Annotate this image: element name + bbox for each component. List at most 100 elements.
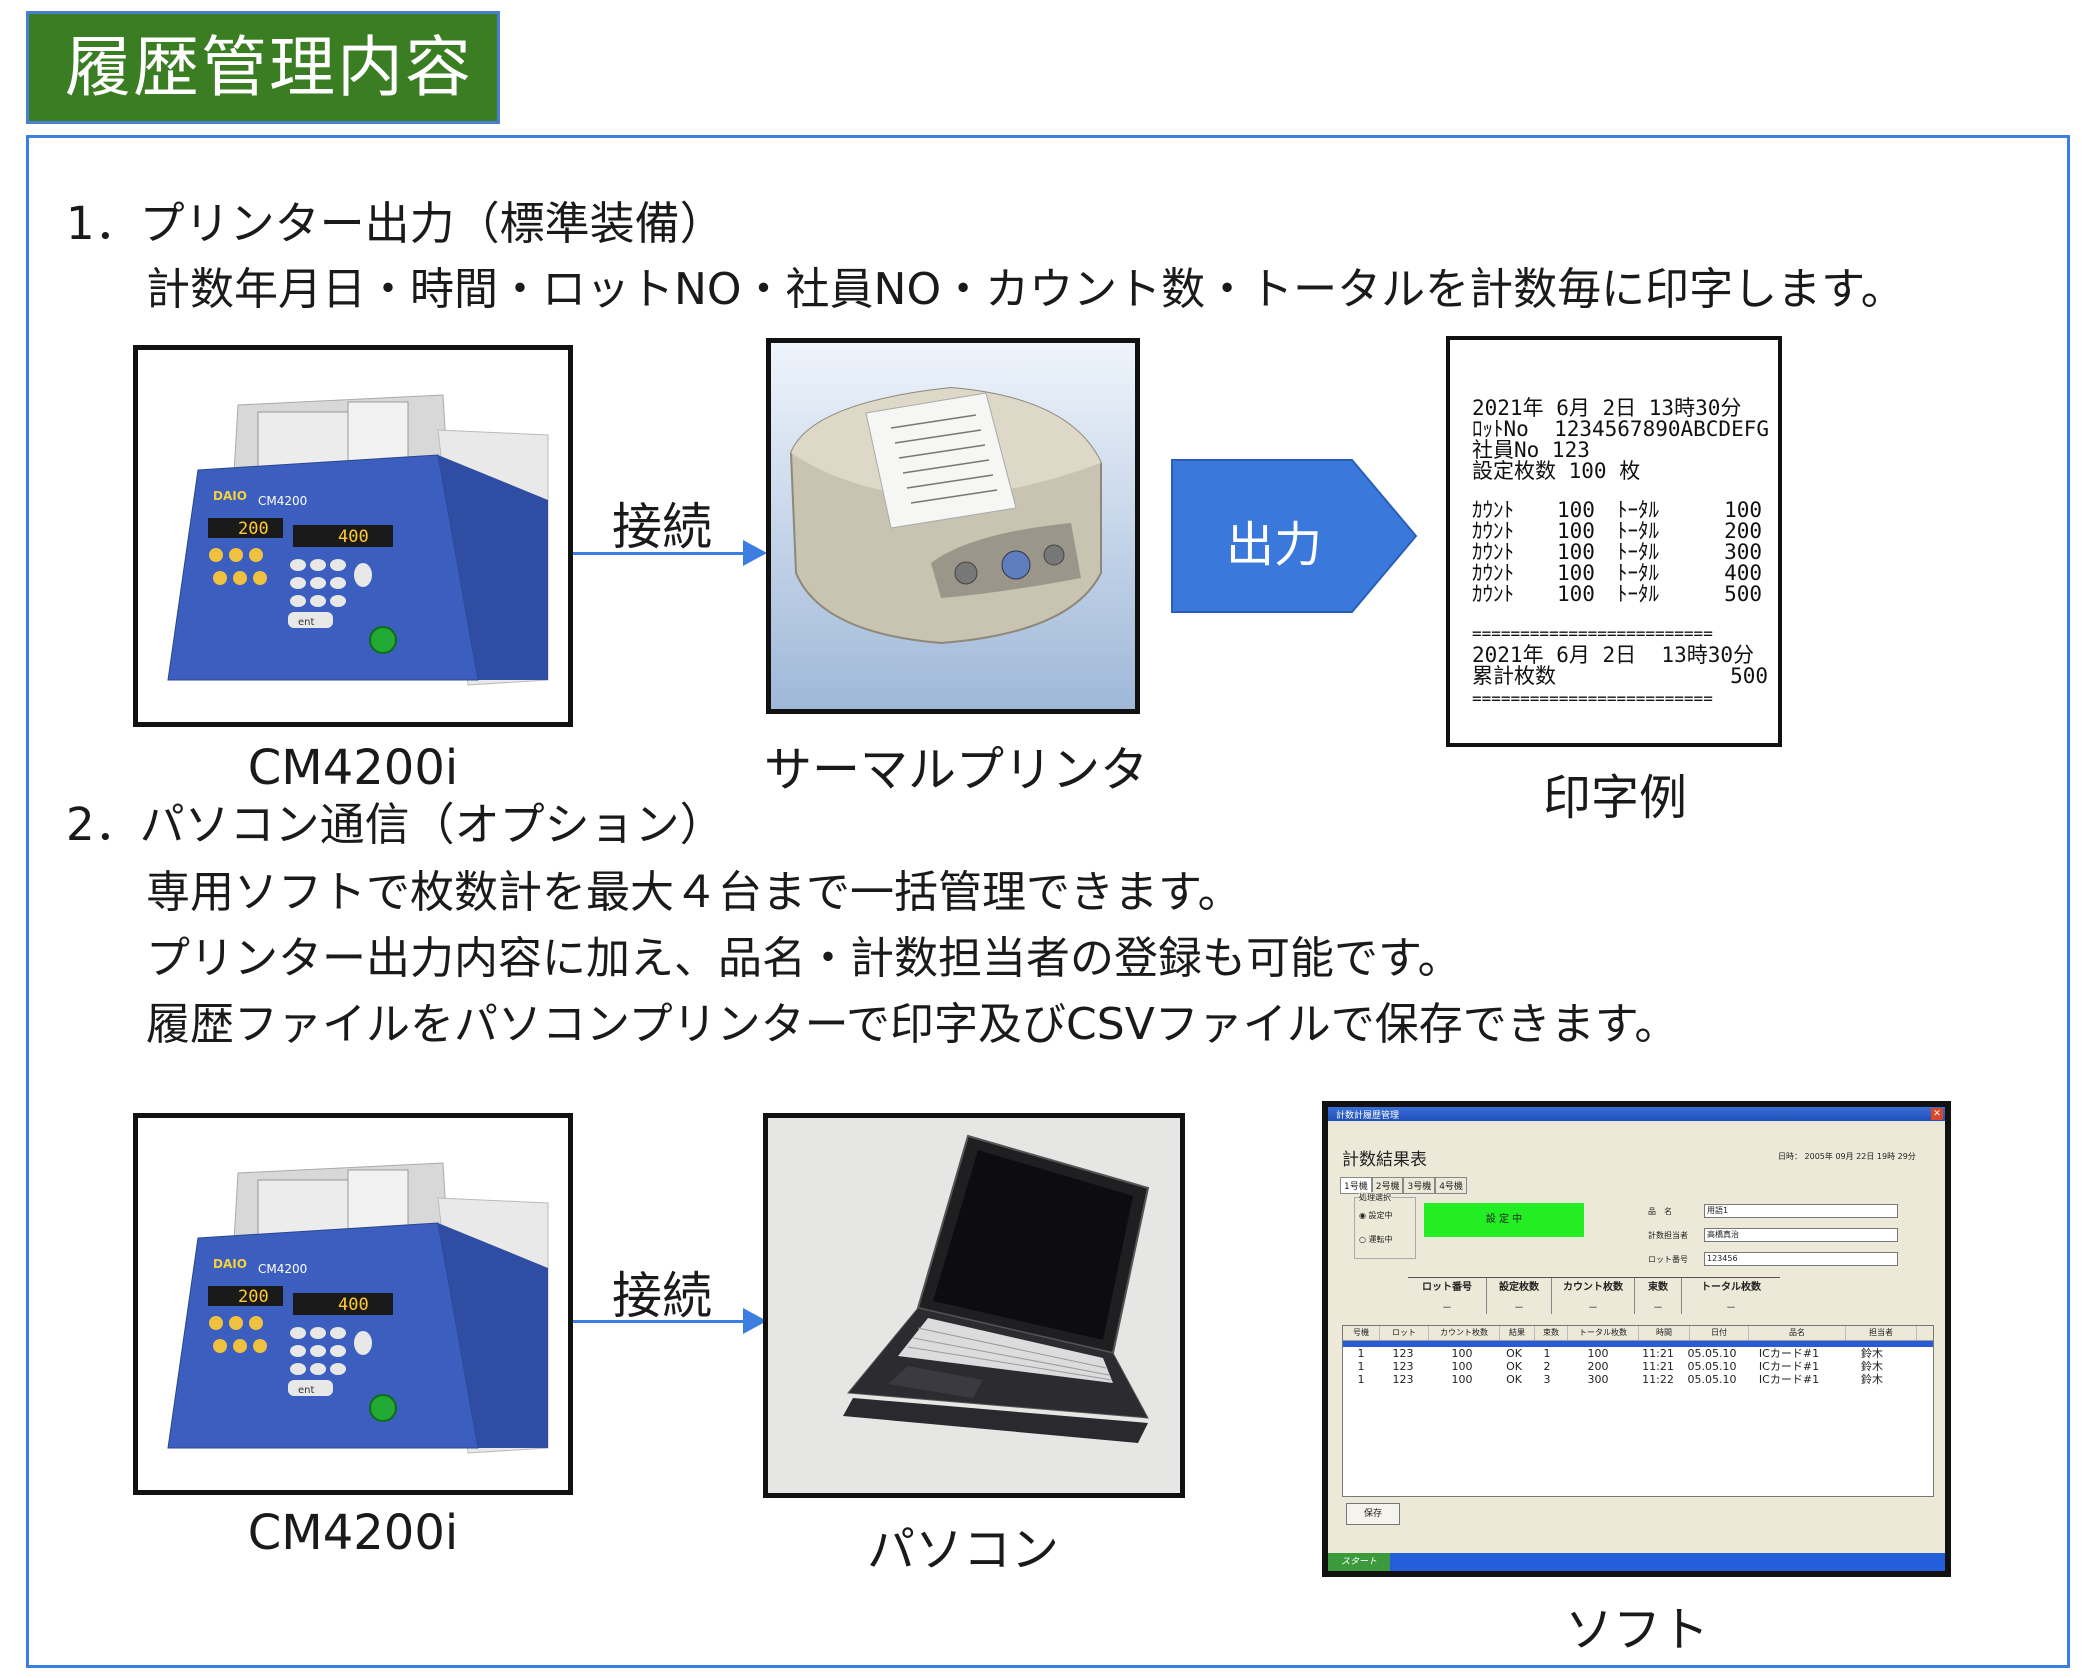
- device-photo: DAIO CM4200 200 400 ent: [133, 345, 573, 727]
- receipt-count-value: 100: [1557, 498, 1595, 522]
- connect-label-2: 接続: [612, 1267, 712, 1325]
- receipt-header: 2021年 6月 2日 13時30分 ﾛｯﾄNo 1234567890ABCDE…: [1472, 398, 1769, 482]
- history-column-header[interactable]: 結果: [1500, 1326, 1535, 1340]
- table-cell: 100: [1451, 1373, 1473, 1386]
- table-cell: 200: [1587, 1360, 1609, 1373]
- device-enter-key: ent: [298, 617, 314, 628]
- device-model: CM4200: [258, 1262, 307, 1276]
- software-window-title: 計数計履歴管理: [1336, 1111, 1400, 1121]
- table-cell: 11:22: [1642, 1373, 1674, 1386]
- thermal-printer-illustration: [771, 343, 1135, 709]
- mode-option-running[interactable]: ○ 運転中: [1359, 1235, 1393, 1244]
- lot-number-select[interactable]: 123456: [1704, 1252, 1898, 1266]
- mode-option-setting[interactable]: ◉ 設定中: [1359, 1211, 1393, 1220]
- sample-caption: 印字例: [1542, 770, 1687, 826]
- history-column-header[interactable]: カウント枚数: [1429, 1326, 1500, 1340]
- field-label-product: 品 名: [1648, 1206, 1672, 1216]
- summary-header: 設定枚数: [1499, 1282, 1539, 1293]
- table-cell: 1: [1543, 1347, 1551, 1360]
- receipt-count-value: 100: [1557, 582, 1595, 606]
- receipt-total-label: ﾄｰﾀﾙ: [1617, 498, 1659, 522]
- taskbar: スタート: [1328, 1553, 1945, 1571]
- summary-table: ロット番号 － 設定枚数 － カウント枚数 － 束数－ トータル枚数－: [1408, 1277, 1780, 1314]
- receipt-count-label: ｶｳﾝﾄ: [1472, 561, 1514, 585]
- summary-value: －: [1442, 1303, 1452, 1314]
- receipt-row: ｶｳﾝﾄ 100 ﾄｰﾀﾙ 100: [1472, 500, 1768, 521]
- section2-heading: 2．パソコン通信（オプション）: [66, 798, 725, 851]
- device-brand: DAIO: [213, 1257, 247, 1271]
- receipt-sample: 2021年 6月 2日 13時30分 ﾛｯﾄNo 1234567890ABCDE…: [1446, 336, 1782, 747]
- receipt-total-value: 200: [1724, 519, 1762, 543]
- receipt-separator: =========================: [1472, 689, 1713, 708]
- mode-option-label: 設定中: [1368, 1211, 1393, 1220]
- summary-header: ロット番号: [1422, 1282, 1472, 1293]
- receipt-count-label: ｶｳﾝﾄ: [1472, 540, 1514, 564]
- receipt-header-line: ﾛｯﾄNo 1234567890ABCDEFG: [1472, 417, 1770, 441]
- history-column-header[interactable]: 品名: [1749, 1326, 1846, 1340]
- summary-header: カウント枚数: [1563, 1282, 1623, 1293]
- receipt-count-value: 100: [1557, 540, 1595, 564]
- start-button[interactable]: スタート: [1328, 1553, 1390, 1571]
- table-cell: 鈴木: [1861, 1347, 1883, 1360]
- table-cell: 123: [1392, 1373, 1414, 1386]
- product-name-select[interactable]: 用語1: [1704, 1204, 1898, 1218]
- receipt-footer-total: 累計枚数 500: [1472, 666, 1768, 687]
- tab-unit1[interactable]: 1号機: [1340, 1177, 1372, 1194]
- history-column-header[interactable]: トータル枚数: [1568, 1326, 1639, 1340]
- operator-select[interactable]: 高橋真治: [1704, 1228, 1898, 1242]
- section2-line: 専用ソフトで枚数計を最大４台まで一括管理できます。: [146, 867, 1242, 918]
- history-column-header[interactable]: 担当者: [1846, 1326, 1917, 1340]
- device-model: CM4200: [258, 494, 307, 508]
- history-column-header[interactable]: ロット: [1380, 1326, 1429, 1340]
- table-cell: 2: [1543, 1360, 1551, 1373]
- table-cell: OK: [1506, 1373, 1522, 1386]
- close-icon[interactable]: ✕: [1931, 1108, 1943, 1120]
- output-arrow-icon: [1171, 459, 1418, 613]
- table-cell: 123: [1392, 1360, 1414, 1373]
- history-column-header[interactable]: 号機: [1343, 1326, 1380, 1340]
- device-enter-key: ent: [298, 1385, 314, 1396]
- page-title: 履歴管理内容: [26, 11, 500, 124]
- summary-col: トータル枚数－: [1682, 1278, 1780, 1314]
- section2-line: 履歴ファイルをパソコンプリンターで印字及びCSVファイルで保存できます。: [146, 999, 1679, 1050]
- connect-label: 接続: [612, 498, 712, 556]
- section1-heading: 1．プリンター出力（標準装備）: [66, 197, 725, 250]
- save-button[interactable]: 保存: [1346, 1503, 1400, 1525]
- laptop-illustration: [768, 1118, 1180, 1493]
- device-illustration: DAIO CM4200 200 400 ent: [138, 1118, 568, 1490]
- receipt-count-value: 100: [1557, 519, 1595, 543]
- tab-unit4[interactable]: 4号機: [1435, 1177, 1467, 1194]
- tab-unit3[interactable]: 3号機: [1403, 1177, 1436, 1194]
- history-column-header[interactable]: 時間: [1639, 1326, 1690, 1340]
- history-column-header[interactable]: 日付: [1690, 1326, 1749, 1340]
- receipt-row: ｶｳﾝﾄ 100 ﾄｰﾀﾙ 500: [1472, 584, 1768, 605]
- pc-caption: パソコン: [866, 1522, 1059, 1578]
- field-label-operator: 計数担当者: [1648, 1230, 1688, 1240]
- connect-arrow-line: [573, 552, 743, 555]
- receipt-footer-label: 累計枚数: [1472, 664, 1556, 688]
- summary-value: －: [1514, 1303, 1524, 1314]
- table-cell: 05.05.10: [1687, 1373, 1737, 1386]
- device-display-right: 400: [338, 527, 369, 547]
- section2-line: プリンター出力内容に加え、品名・計数担当者の登録も可能です。: [146, 933, 1462, 984]
- history-column-header[interactable]: 束数: [1535, 1326, 1568, 1340]
- table-cell: 100: [1451, 1347, 1473, 1360]
- mode-option-label: 運転中: [1368, 1235, 1393, 1244]
- receipt-total-value: 300: [1724, 540, 1762, 564]
- summary-value: －: [1726, 1303, 1736, 1314]
- history-selected-row[interactable]: [1343, 1341, 1933, 1347]
- receipt-total-label: ﾄｰﾀﾙ: [1617, 540, 1659, 564]
- history-table-header: 号機ロットカウント枚数結果束数トータル枚数時間日付品名担当者: [1343, 1326, 1933, 1341]
- receipt-count-value: 100: [1557, 561, 1595, 585]
- receipt-header-line: 設定枚数 100 枚: [1472, 459, 1641, 483]
- summary-col: ロット番号 －: [1408, 1278, 1487, 1314]
- field-label-lot: ロット番号: [1648, 1254, 1688, 1264]
- device-illustration: DAIO CM4200 200 400 ent: [138, 350, 568, 722]
- table-cell: 1: [1357, 1347, 1365, 1360]
- section1-description: 計数年月日・時間・ロットNO・社員NO・カウント数・トータルを計数毎に印字します…: [146, 264, 1905, 315]
- summary-col: 束数－: [1635, 1278, 1682, 1314]
